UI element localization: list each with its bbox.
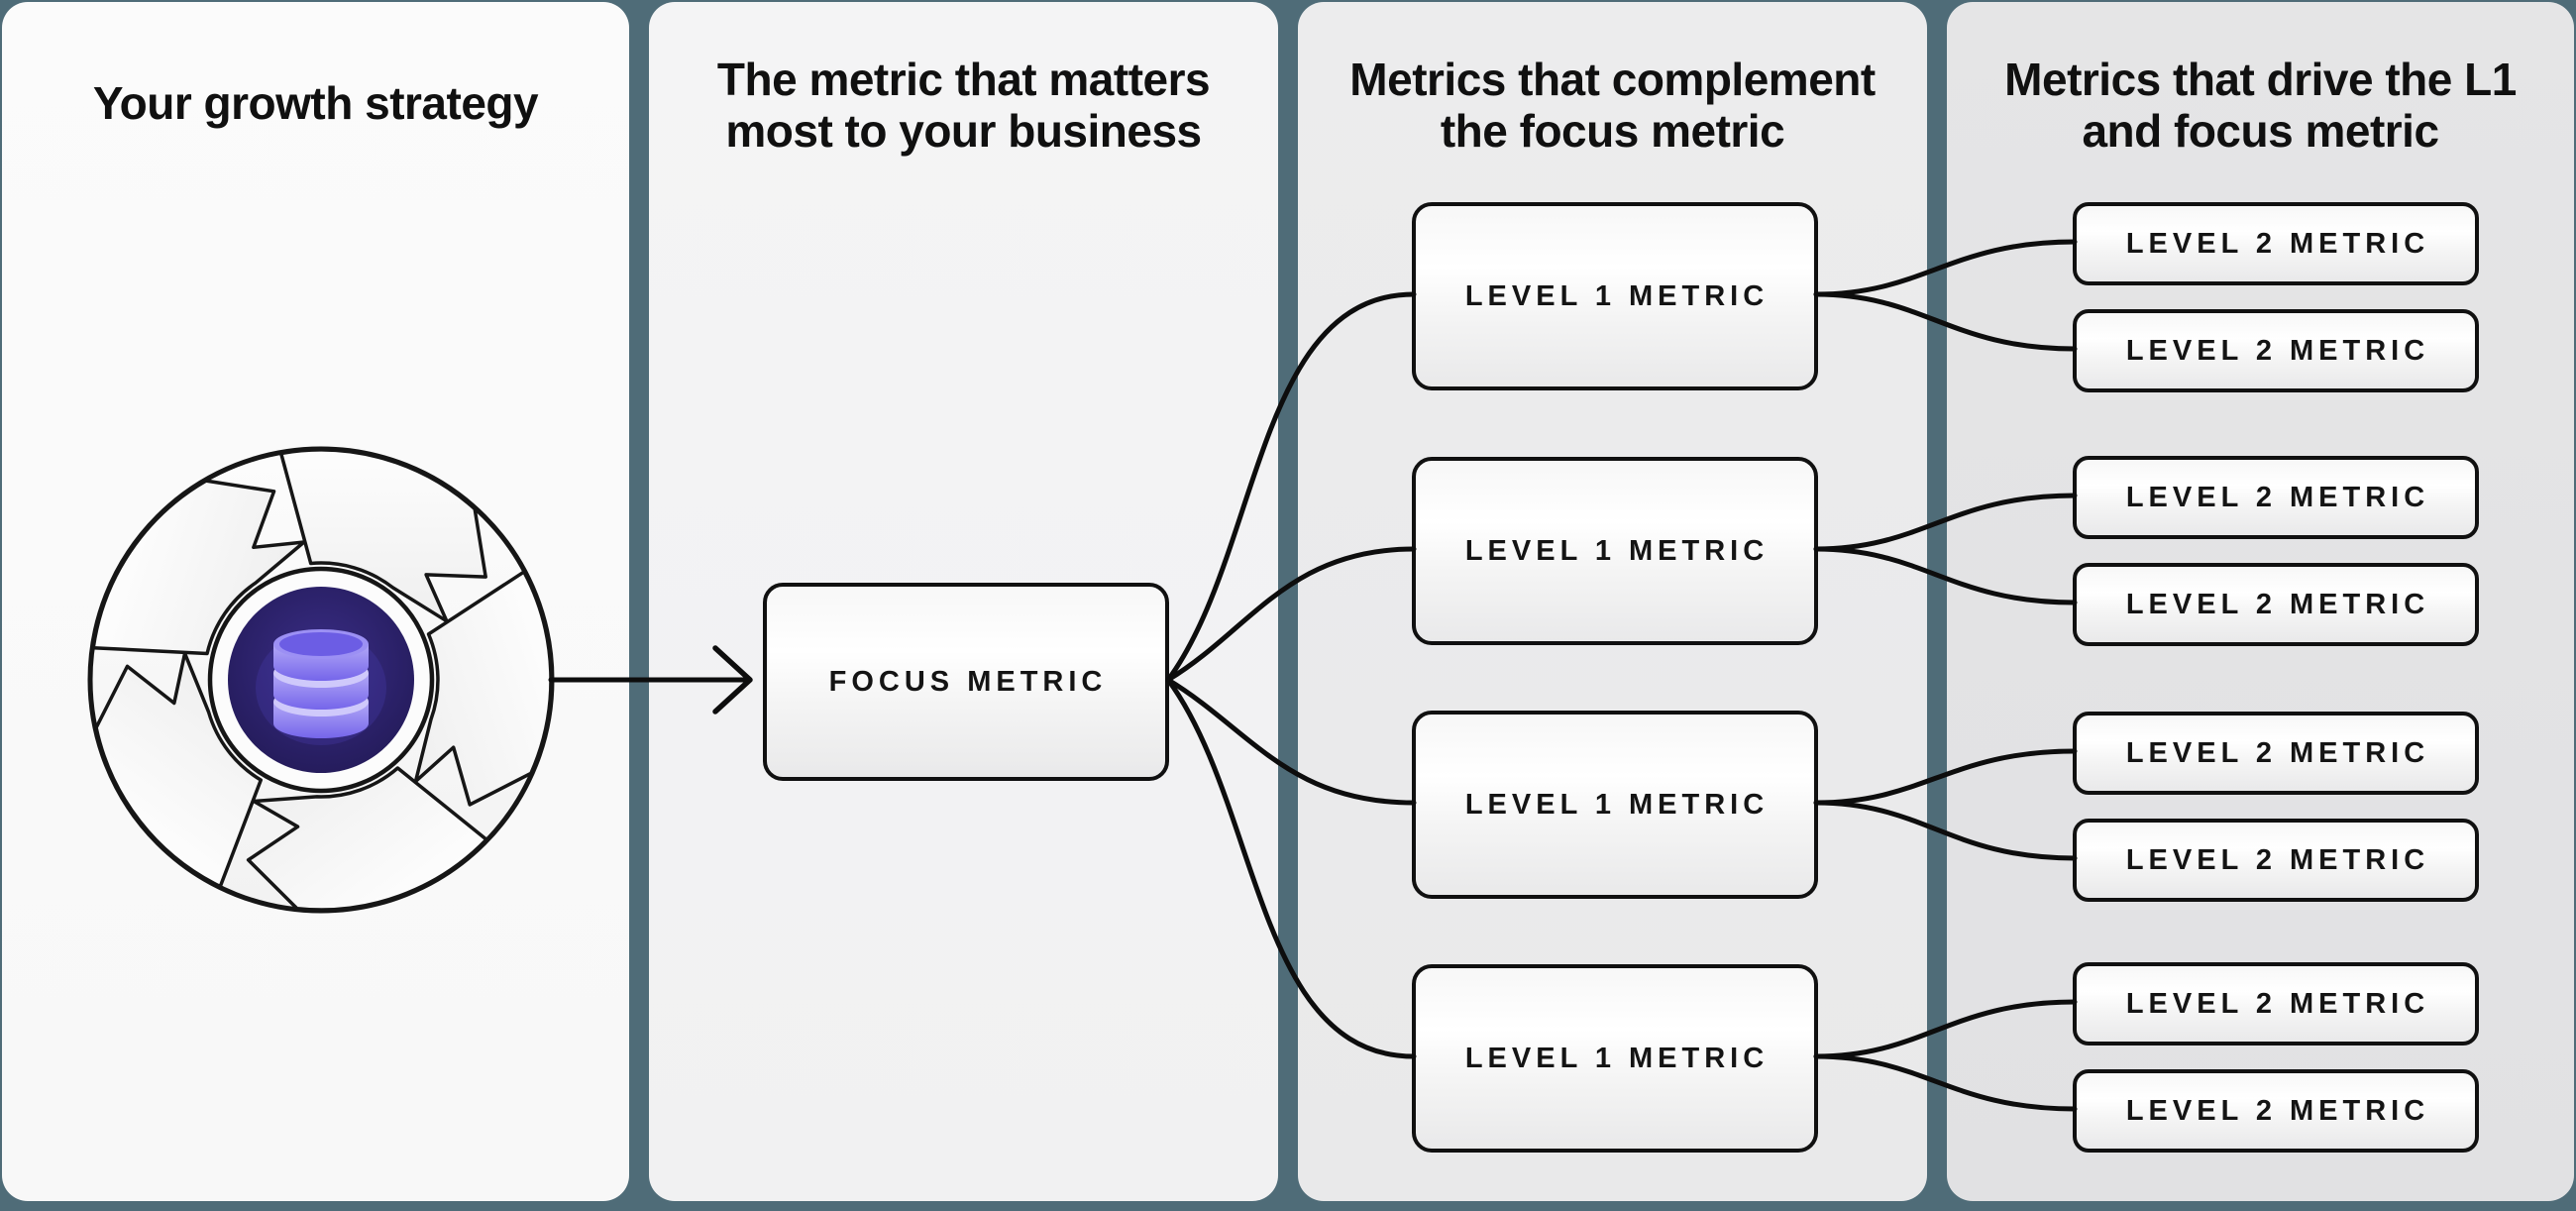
level2-metric-box: LEVEL 2 METRIC <box>2073 309 2479 392</box>
level1-metric-label: LEVEL 1 METRIC <box>1464 788 1770 821</box>
level2-metric-label: LEVEL 2 METRIC <box>2125 334 2430 367</box>
level1-metric-box: LEVEL 1 METRIC <box>1412 457 1818 645</box>
level2-metric-box: LEVEL 2 METRIC <box>2073 962 2479 1046</box>
level2-metric-label: LEVEL 2 METRIC <box>2125 987 2430 1020</box>
level2-metric-label: LEVEL 2 METRIC <box>2125 588 2430 620</box>
panel-growth-strategy: Your growth strategy <box>2 2 629 1201</box>
title-line: the focus metric <box>1440 105 1785 157</box>
panel-focus-metric: The metric that matters most to your bus… <box>649 2 1278 1201</box>
level1-metric-box: LEVEL 1 METRIC <box>1412 711 1818 899</box>
level1-metric-label: LEVEL 1 METRIC <box>1464 1042 1770 1074</box>
level2-metric-box: LEVEL 2 METRIC <box>2073 712 2479 795</box>
title-line: Metrics that complement <box>1349 54 1876 105</box>
panel-level2-metrics: Metrics that drive the L1 and focus metr… <box>1947 2 2574 1201</box>
level2-metric-label: LEVEL 2 METRIC <box>2125 736 2430 769</box>
level2-metric-box: LEVEL 2 METRIC <box>2073 563 2479 646</box>
level2-metric-label: LEVEL 2 METRIC <box>2125 1094 2430 1127</box>
level2-metric-label: LEVEL 2 METRIC <box>2125 843 2430 876</box>
flywheel-blades <box>71 448 571 930</box>
level2-metric-box: LEVEL 2 METRIC <box>2073 819 2479 902</box>
level2-metric-label: LEVEL 2 METRIC <box>2125 481 2430 513</box>
level1-metric-box: LEVEL 1 METRIC <box>1412 202 1818 390</box>
title-line: most to your business <box>725 105 1202 157</box>
database-icon <box>256 629 386 745</box>
level2-metric-box: LEVEL 2 METRIC <box>2073 202 2479 285</box>
title-line: and focus metric <box>2082 105 2439 157</box>
level1-metric-box: LEVEL 1 METRIC <box>1412 964 1818 1153</box>
level1-metric-label: LEVEL 1 METRIC <box>1464 534 1770 567</box>
title-line: The metric that matters <box>716 54 1211 105</box>
focus-metric-box: FOCUS METRIC <box>763 583 1169 781</box>
level2-metric-box: LEVEL 2 METRIC <box>2073 456 2479 539</box>
panel-level1-metrics-title: Metrics that complement the focus metric <box>1298 54 1927 157</box>
panel-growth-strategy-title: Your growth strategy <box>92 77 539 129</box>
panel-focus-metric-title: The metric that matters most to your bus… <box>649 54 1278 157</box>
flywheel-database-icon <box>71 446 571 930</box>
focus-metric-label: FOCUS METRIC <box>828 665 1108 698</box>
level2-metric-box: LEVEL 2 METRIC <box>2073 1069 2479 1153</box>
panel-level1-metrics: Metrics that complement the focus metric… <box>1298 2 1927 1201</box>
panel-level2-metrics-title: Metrics that drive the L1 and focus metr… <box>1947 54 2574 157</box>
title-line: Metrics that drive the L1 <box>2004 54 2517 105</box>
level2-metric-label: LEVEL 2 METRIC <box>2125 227 2430 260</box>
level1-metric-label: LEVEL 1 METRIC <box>1464 279 1770 312</box>
